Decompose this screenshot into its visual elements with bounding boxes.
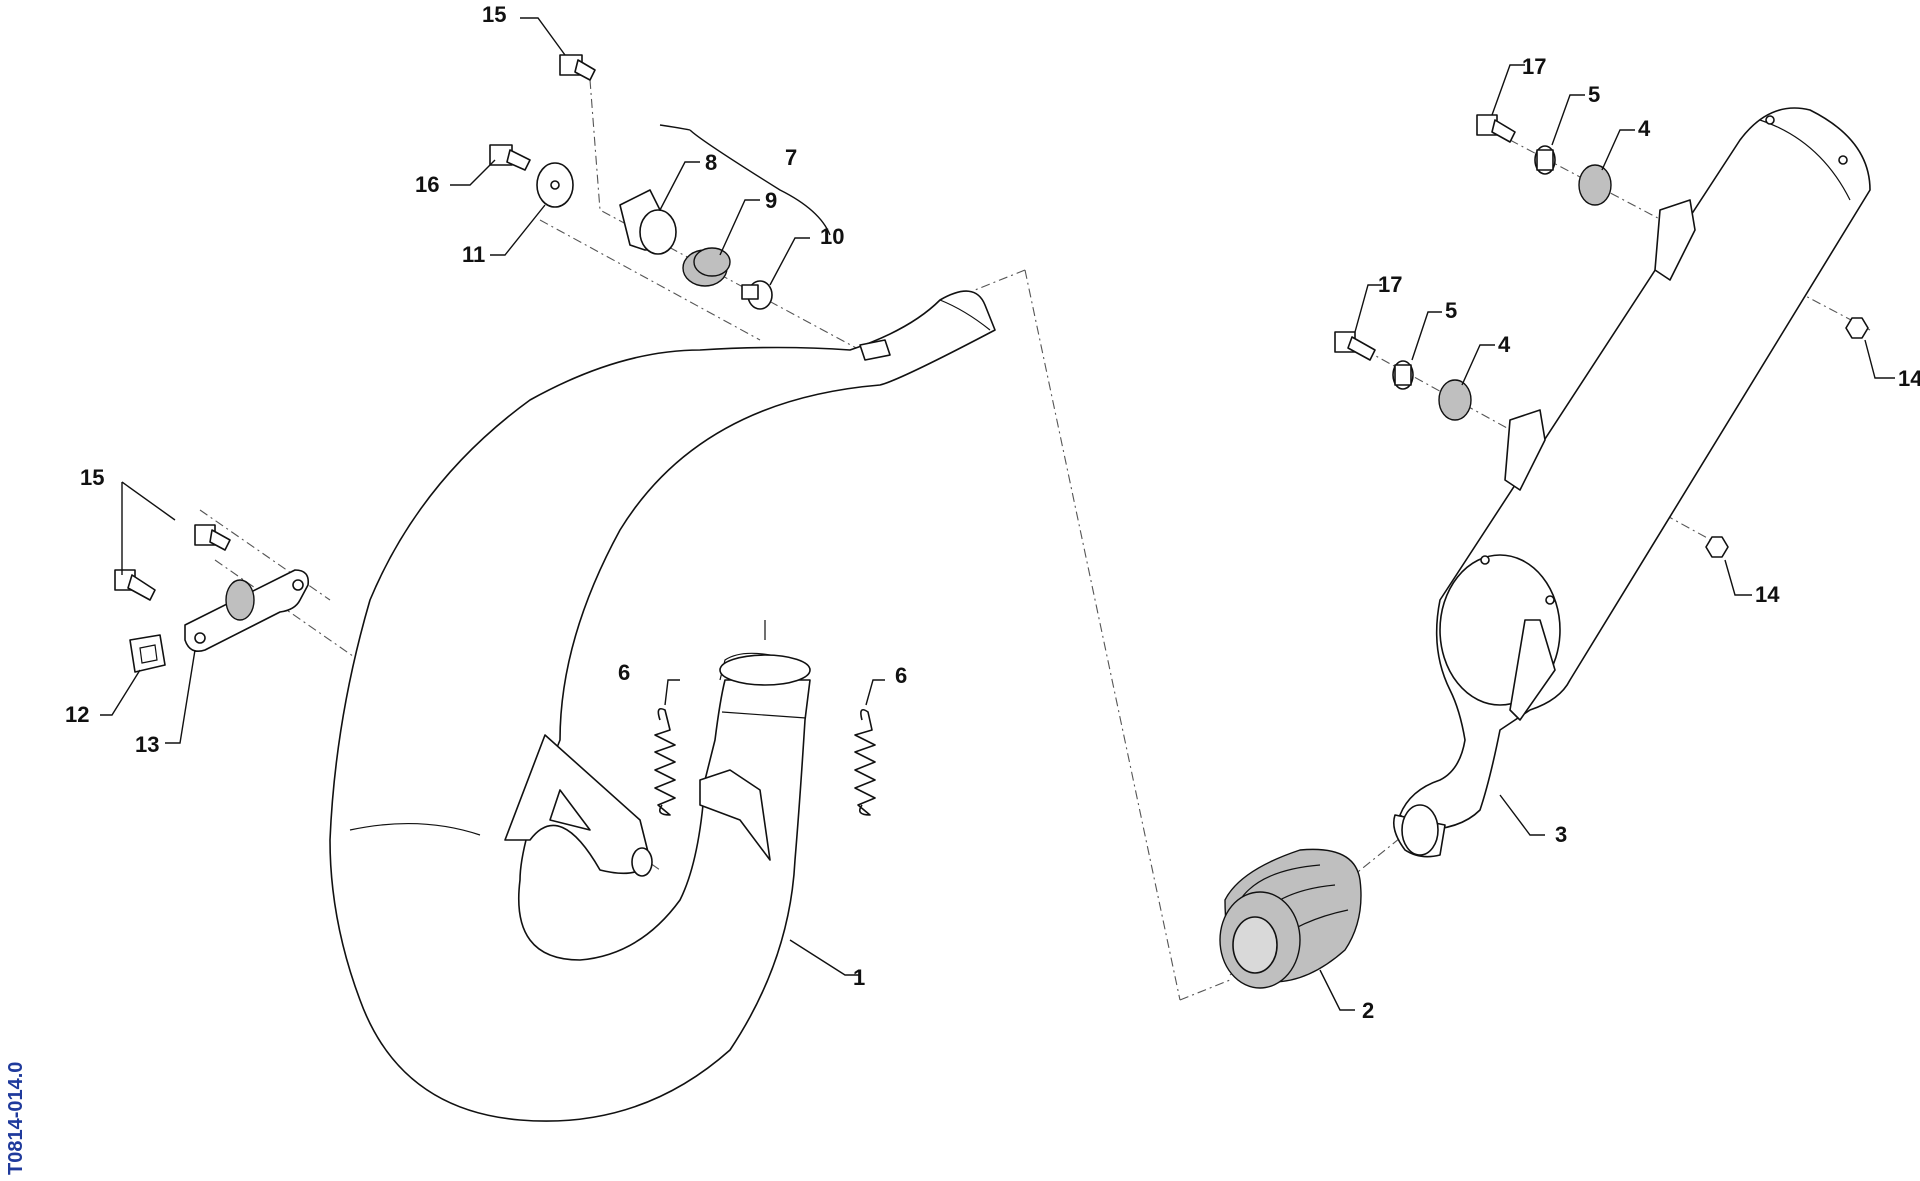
callout-6-right: 6 — [895, 663, 907, 688]
bolt-16 — [489, 144, 531, 171]
callout-10: 10 — [820, 224, 844, 249]
callout-3: 3 — [1555, 822, 1567, 847]
bolt-17-mid — [1334, 331, 1376, 361]
callout-6-left: 6 — [618, 660, 630, 685]
callout-16: 16 — [415, 172, 439, 197]
callout-15-left: 15 — [80, 465, 104, 490]
clip-nut-12 — [129, 634, 166, 673]
bolt-15-top — [559, 54, 596, 81]
callout-8: 8 — [705, 150, 717, 175]
bolt-17-top — [1476, 114, 1516, 143]
callout-7: 7 — [785, 145, 797, 170]
bushing-8 — [619, 189, 677, 255]
bolt-15-left-b — [114, 569, 156, 601]
collar-5-top — [1534, 145, 1556, 175]
callout-12: 12 — [65, 702, 89, 727]
callout-14-top: 14 — [1898, 366, 1920, 391]
callout-2: 2 — [1362, 998, 1374, 1023]
callout-11: 11 — [462, 242, 485, 267]
grommet-4-mid — [1438, 379, 1472, 421]
bracket-13 — [184, 569, 310, 653]
grommet-4-top — [1578, 164, 1612, 206]
spring-right — [854, 709, 876, 816]
silencer-3 — [1392, 107, 1871, 858]
bolt-15-left-a — [194, 524, 231, 551]
callout-5-mid: 5 — [1445, 298, 1457, 323]
callout-9: 9 — [765, 188, 777, 213]
spring-left — [654, 707, 676, 816]
washer-11 — [536, 162, 574, 208]
callout-4-top: 4 — [1638, 116, 1651, 141]
callout-1: 1 — [853, 965, 865, 990]
callout-13: 13 — [135, 732, 159, 757]
callout-15: 15 — [482, 2, 506, 27]
rubber-grommet-9 — [682, 247, 731, 287]
spacer-10 — [741, 280, 773, 310]
nut-14-top — [1845, 317, 1869, 339]
exhaust-header-pipe — [329, 290, 996, 1122]
callout-5-top: 5 — [1588, 82, 1600, 107]
leader-lines — [100, 17, 1895, 1011]
nut-14-mid — [1705, 536, 1729, 558]
document-id: T0814-014.0 — [5, 1062, 27, 1175]
callout-17-top: 17 — [1522, 54, 1546, 79]
callout-4-mid: 4 — [1498, 332, 1511, 357]
collar-5-mid — [1392, 360, 1414, 390]
callout-17-mid: 17 — [1378, 272, 1402, 297]
callout-14-mid: 14 — [1755, 582, 1780, 607]
callout-labels: 15 16 11 8 7 9 10 6 6 1 15 12 13 2 3 17 … — [65, 2, 1920, 1023]
connector-sleeve-2 — [1219, 848, 1362, 989]
